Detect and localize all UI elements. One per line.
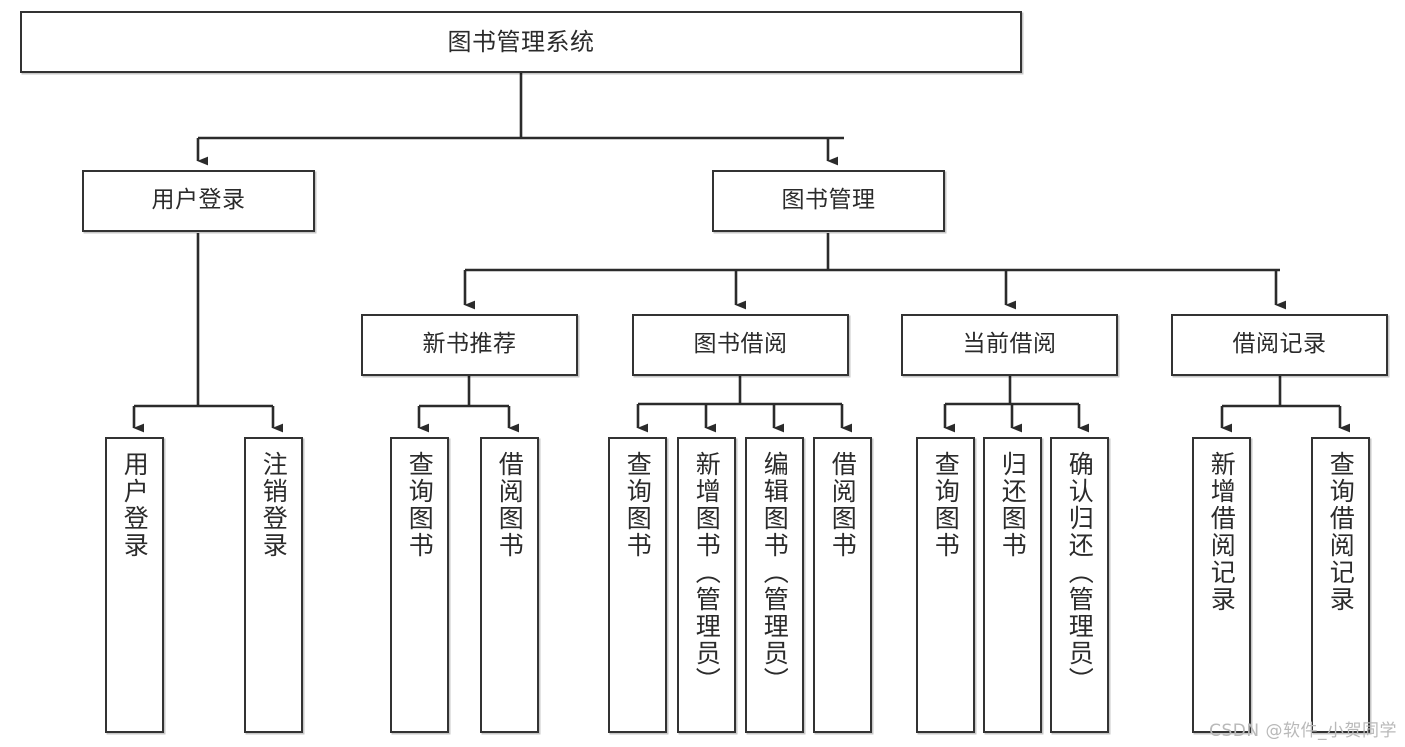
leaf-book-borrow-add-book[interactable]: 新增图书（管理员） [677, 437, 736, 733]
node-label: 新增图书（管理员） [692, 451, 722, 694]
node-label: 用户登录 [120, 451, 150, 559]
node-label: 查询图书 [405, 451, 435, 559]
node-label: 新增借阅记录 [1207, 451, 1237, 613]
leaf-borrow-record-add-record[interactable]: 新增借阅记录 [1192, 437, 1251, 733]
node-book-borrow[interactable]: 图书借阅 [632, 314, 849, 376]
node-user-login[interactable]: 用户登录 [82, 170, 315, 232]
node-borrow-record[interactable]: 借阅记录 [1171, 314, 1388, 376]
leaf-current-borrow-query-book[interactable]: 查询图书 [916, 437, 975, 733]
node-root-system[interactable]: 图书管理系统 [20, 11, 1022, 73]
leaf-new-book-borrow-book[interactable]: 借阅图书 [480, 437, 539, 733]
watermark-text: CSDN @软件_小贺同学 [1209, 721, 1397, 741]
leaf-user-login-logout[interactable]: 注销登录 [244, 437, 303, 733]
node-label: 借阅记录 [1232, 331, 1327, 358]
node-label: 当前借阅 [962, 331, 1057, 358]
leaf-new-book-query-book[interactable]: 查询图书 [390, 437, 449, 733]
leaf-book-borrow-edit-book[interactable]: 编辑图书（管理员） [745, 437, 804, 733]
node-label: 新书推荐 [422, 331, 517, 358]
leaf-borrow-record-query-record[interactable]: 查询借阅记录 [1311, 437, 1370, 733]
node-label: 归还图书 [998, 451, 1028, 559]
node-label: 用户登录 [151, 187, 246, 214]
node-label: 注销登录 [259, 451, 289, 559]
node-label: 编辑图书（管理员） [760, 451, 790, 694]
leaf-user-login-login[interactable]: 用户登录 [105, 437, 164, 733]
leaf-current-borrow-return-book[interactable]: 归还图书 [983, 437, 1042, 733]
node-label: 图书借阅 [693, 331, 788, 358]
leaf-current-borrow-confirm-return[interactable]: 确认归还（管理员） [1050, 437, 1109, 733]
leaf-book-borrow-query-book[interactable]: 查询图书 [608, 437, 667, 733]
node-label: 查询图书 [623, 451, 653, 559]
node-label: 借阅图书 [828, 451, 858, 559]
node-label: 查询借阅记录 [1326, 451, 1356, 613]
node-label: 图书管理 [781, 187, 876, 214]
node-current-borrow[interactable]: 当前借阅 [901, 314, 1118, 376]
node-label: 确认归还（管理员） [1065, 451, 1095, 694]
node-label: 图书管理系统 [447, 27, 595, 56]
leaf-book-borrow-borrow-book[interactable]: 借阅图书 [813, 437, 872, 733]
node-label: 查询图书 [931, 451, 961, 559]
node-new-book-recommend[interactable]: 新书推荐 [361, 314, 578, 376]
node-book-management[interactable]: 图书管理 [712, 170, 945, 232]
node-label: 借阅图书 [495, 451, 525, 559]
